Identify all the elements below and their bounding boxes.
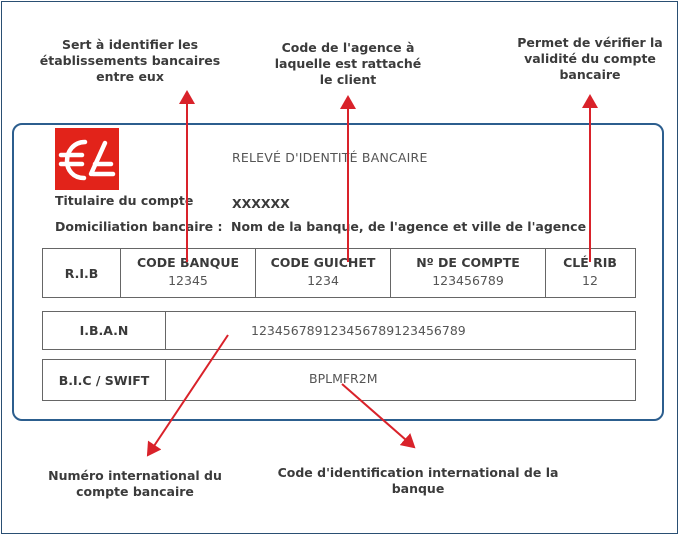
domicile-value: Nom de la banque, de l'agence et ville d… — [231, 219, 587, 234]
bic-label: B.I.C / SWIFT — [43, 360, 166, 400]
arrow-bic — [341, 383, 416, 449]
bic-value: BPLMFR2M — [309, 371, 378, 386]
caisse-epargne-logo-icon — [55, 128, 119, 190]
account-number-header: Nº DE COMPTE — [416, 255, 520, 270]
rib-key-header: CLÉ RIB — [563, 255, 617, 270]
iban-value: 123456789123456789123456789 — [251, 323, 466, 338]
holder-label: Titulaire du compte — [55, 193, 194, 208]
iban-row: I.B.A.N 123456789123456789123456789 — [42, 311, 636, 350]
bic-row: B.I.C / SWIFT BPLMFR2M — [42, 359, 636, 401]
note-agency-code: Code de l'agence à laquelle est rattaché… — [274, 40, 422, 87]
rib-col-counter: CODE GUICHET 1234 — [255, 249, 390, 297]
rib-table: R.I.B CODE BANQUE 12345 CODE GUICHET 123… — [42, 248, 636, 298]
note-bic: Code d'identification international de l… — [277, 465, 559, 496]
note-bank-code: Sert à identifier les établissements ban… — [39, 37, 221, 84]
rib-title: RELEVÉ D'IDENTITÉ BANCAIRE — [232, 150, 428, 165]
bank-code-header: CODE BANQUE — [136, 255, 240, 270]
domicile-label: Domiciliation bancaire : — [55, 219, 223, 234]
rib-label-cell: R.I.B — [43, 249, 120, 297]
account-number-value: 123456789 — [432, 273, 504, 288]
bank-code-value: 12345 — [168, 273, 208, 288]
counter-code-header: CODE GUICHET — [270, 255, 376, 270]
rib-col-key: CLÉ RIB 12 — [545, 249, 634, 297]
rib-label: R.I.B — [64, 265, 99, 281]
rib-key-value: 12 — [582, 273, 598, 288]
rib-col-bank: CODE BANQUE 12345 — [120, 249, 255, 297]
holder-value: XXXXXX — [232, 196, 290, 211]
note-rib-key: Permet de vérifier la validité du compte… — [517, 35, 663, 82]
counter-code-value: 1234 — [307, 273, 339, 288]
iban-label: I.B.A.N — [43, 312, 166, 349]
arrow-iban — [146, 334, 229, 457]
note-iban: Numéro international du compte bancaire — [48, 468, 222, 499]
rib-col-account: Nº DE COMPTE 123456789 — [390, 249, 545, 297]
